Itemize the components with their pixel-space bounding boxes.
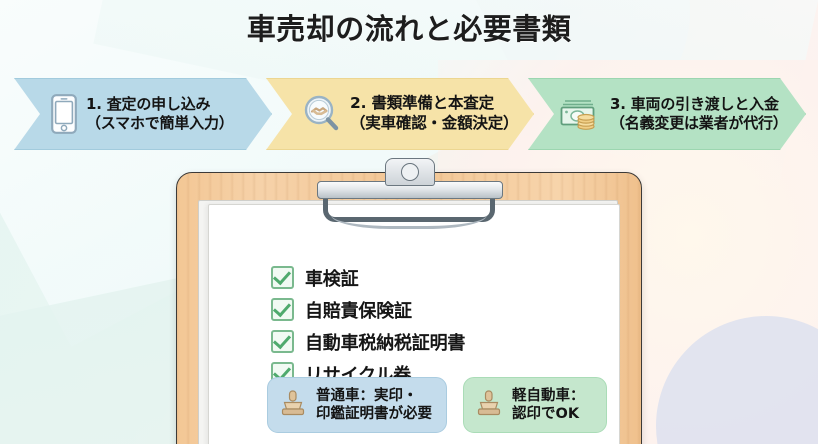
note-kei-vehicle-label: 軽自動車： 認印でOK xyxy=(512,387,585,422)
process-flow: 1. 査定の申し込み （スマホで簡単入力） 2. 書類準備と本査定 （実車確認・… xyxy=(0,78,818,150)
process-step-1[interactable]: 1. 査定の申し込み （スマホで簡単入力） xyxy=(14,78,272,150)
checklist-item-label: 自賠責保険証 xyxy=(305,300,412,322)
note-kei-vehicle[interactable]: 軽自動車： 認印でOK xyxy=(463,377,607,433)
process-step-3-label: 3. 車両の引き渡しと入金 （名義変更は業者が代行） xyxy=(610,94,788,132)
list-item[interactable]: 自動車税納税証明書 xyxy=(271,327,465,356)
stamp-icon xyxy=(474,388,504,422)
list-item[interactable]: 車検証 xyxy=(271,263,465,292)
checkbox-checked-icon[interactable] xyxy=(271,266,294,289)
clipboard-clip xyxy=(309,158,509,229)
process-step-1-label: 1. 査定の申し込み （スマホで簡単入力） xyxy=(86,94,234,132)
cash-coins-icon xyxy=(559,97,601,131)
document-clipboard: 車検証 自賠責保険証 自動車税納税証明書 リサイクル券 xyxy=(176,158,642,444)
checklist-item-label: 自動車税納税証明書 xyxy=(305,332,466,354)
seal-requirement-notes: 普通車：実印・ 印鑑証明書が必要 軽自動車： 認印でOK xyxy=(267,377,607,433)
clip-wire xyxy=(331,212,487,229)
list-item[interactable]: 自賠責保険証 xyxy=(271,295,465,324)
note-standard-vehicle-label: 普通車：実印・ 印鑑証明書が必要 xyxy=(316,387,432,422)
process-step-2-label: 2. 書類準備と本査定 （実車確認・金額決定） xyxy=(350,94,519,132)
note-standard-vehicle[interactable]: 普通車：実印・ 印鑑証明書が必要 xyxy=(267,377,447,433)
required-documents-checklist: 車検証 自賠責保険証 自動車税納税証明書 リサイクル券 xyxy=(271,263,465,391)
stamp-icon xyxy=(278,388,308,422)
process-step-3[interactable]: 3. 車両の引き渡しと入金 （名義変更は業者が代行） xyxy=(528,78,806,150)
smartphone-icon xyxy=(51,94,77,134)
clip-arm xyxy=(323,192,495,222)
clipboard-paper: 車検証 自賠責保険証 自動車税納税証明書 リサイクル券 xyxy=(208,204,620,444)
checkbox-checked-icon[interactable] xyxy=(271,298,294,321)
checklist-item-label: 車検証 xyxy=(305,268,359,290)
process-step-2[interactable]: 2. 書類準備と本査定 （実車確認・金額決定） xyxy=(266,78,534,150)
checkbox-checked-icon[interactable] xyxy=(271,330,294,353)
magnifier-handshake-icon xyxy=(303,95,341,133)
page-title: 車売却の流れと必要書類 xyxy=(246,12,572,46)
clip-hole xyxy=(401,163,419,181)
